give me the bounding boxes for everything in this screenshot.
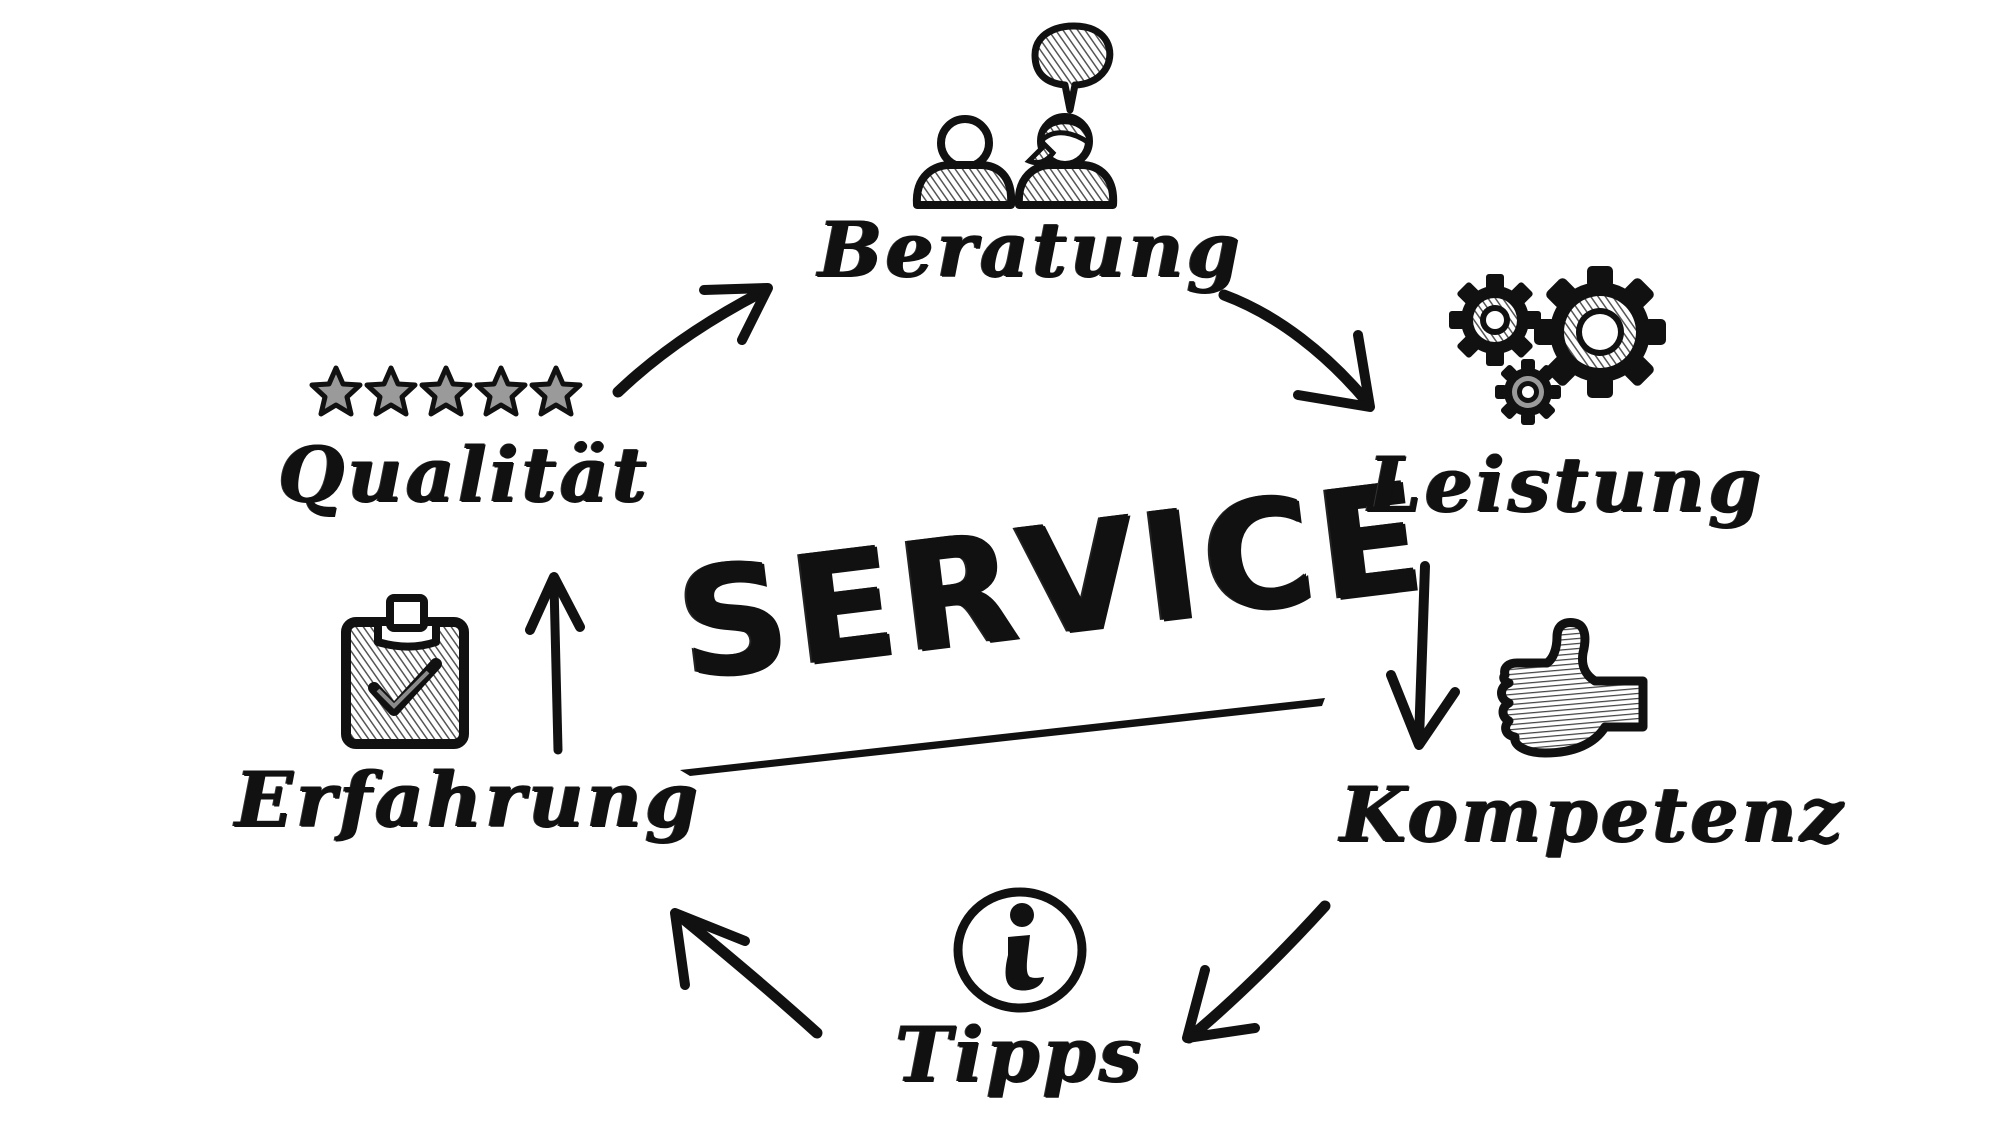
gears-icon: [1449, 266, 1666, 425]
clipboard-check-icon: [341, 594, 469, 749]
arrow-beratung-to-leistung: [1218, 289, 1375, 412]
label-kompetenz: Kompetenz: [1340, 770, 1846, 859]
label-qualitaet: Qualität: [278, 430, 650, 519]
label-tipps: Tipps: [895, 1010, 1145, 1099]
label-erfahrung: Erfahrung: [235, 755, 701, 844]
arrow-qualitaet-to-beratung: [612, 283, 773, 398]
label-beratung: Beratung: [818, 205, 1243, 294]
arrow-kompetenz-to-tipps: [1182, 900, 1331, 1044]
people-talking-icon: [912, 22, 1118, 209]
thumbs-up-icon: [1497, 618, 1648, 758]
arrow-leistung-to-kompetenz: [1386, 561, 1460, 750]
info-icon: [953, 887, 1087, 1013]
arrow-erfahrung-to-qualitaet: [525, 572, 585, 755]
five-stars-icon: [309, 365, 583, 417]
arrow-tipps-to-erfahrung: [670, 908, 823, 1039]
label-leistung: Leistung: [1368, 440, 1765, 529]
